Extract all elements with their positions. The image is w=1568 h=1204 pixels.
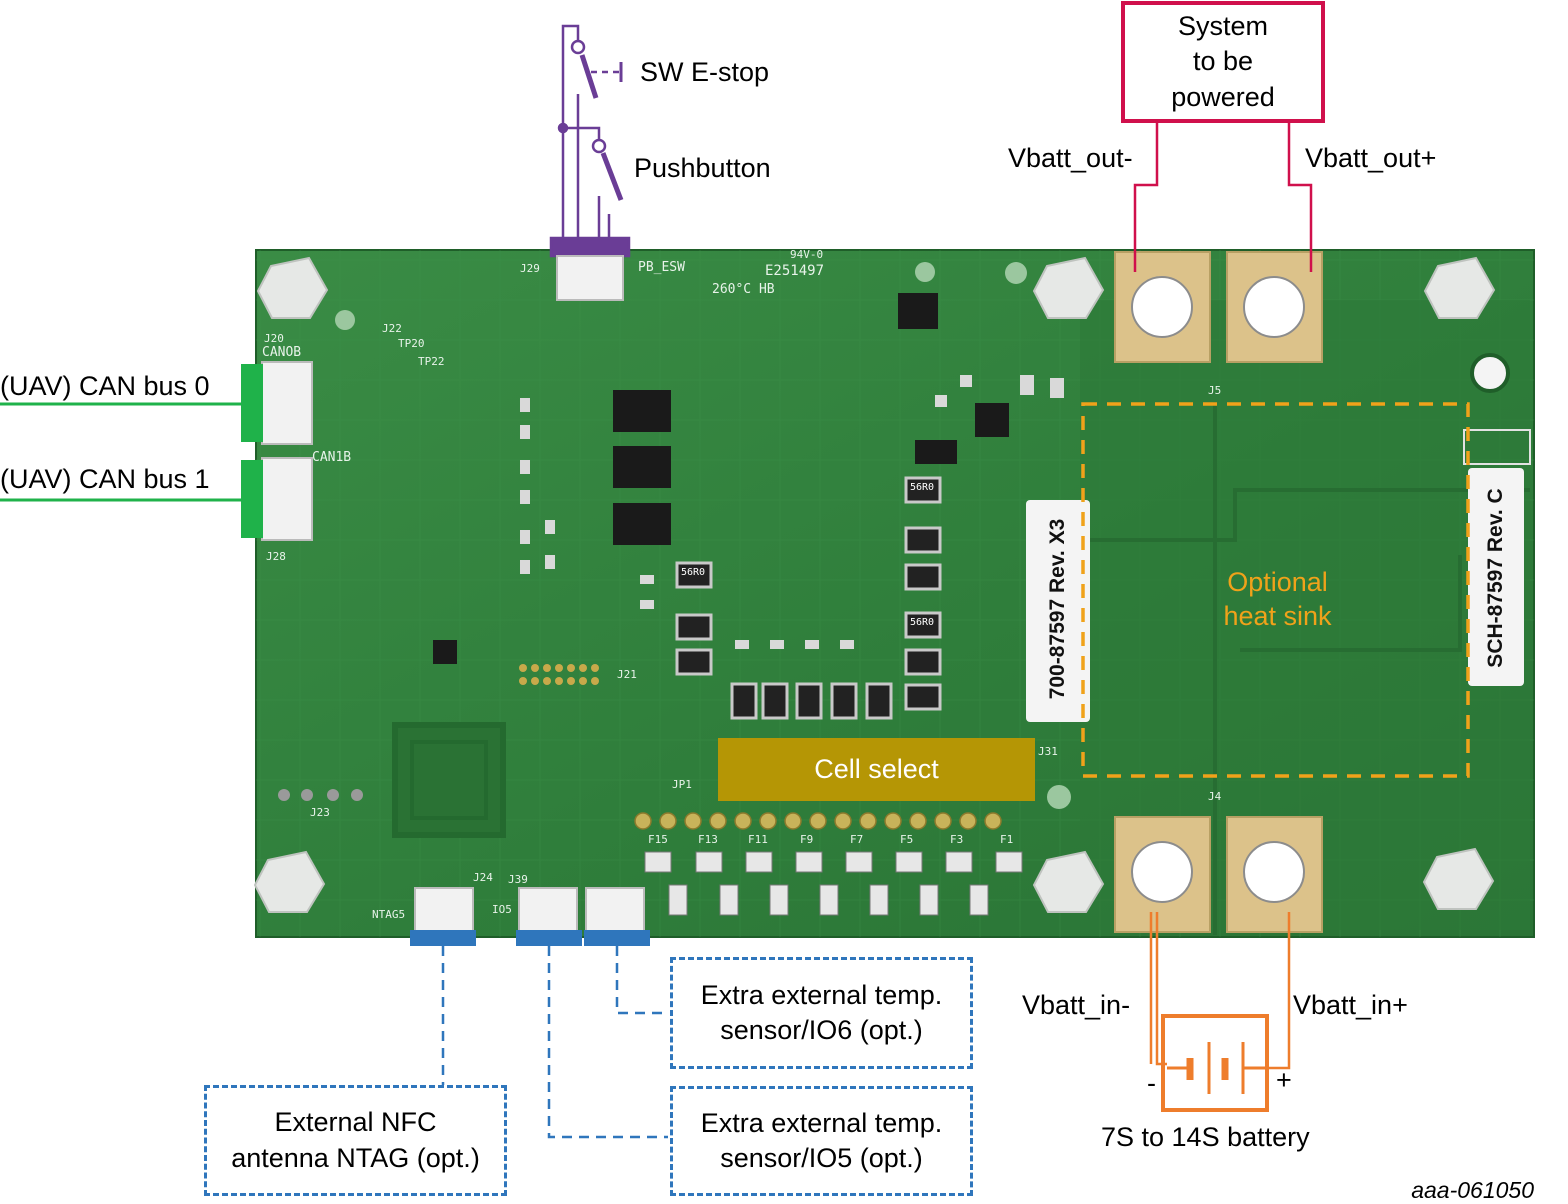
jp1-header [634, 812, 1002, 830]
silk-rating: 94V-0 [790, 248, 824, 261]
io5-box-line-1: Extra external temp. [700, 1107, 943, 1138]
silk-can0: CANOB [262, 345, 302, 360]
silk-j22: J22 [382, 322, 402, 335]
silk-j31: J31 [1038, 745, 1058, 758]
silk-j39: J39 [508, 873, 528, 886]
silk-fuse-f5: F5 [900, 833, 914, 846]
silk-fuse-f11: F11 [748, 833, 768, 846]
silk-fuse-f3: F3 [950, 833, 964, 846]
io5-box-line-2: sensor/IO5 (opt.) [720, 1143, 923, 1173]
heat-sink-outline [1081, 402, 1470, 778]
temp-sensor-io5-box: Extra external temp. sensor/IO5 (opt.) [670, 1086, 973, 1196]
silk-j24: J24 [473, 871, 493, 884]
silk-j23: J23 [310, 806, 330, 819]
battery-caption: 7S to 14S battery [1101, 1122, 1310, 1152]
silk-j21: J21 [617, 668, 637, 681]
silk-j29: J29 [520, 262, 540, 275]
nfc-box-line-2: antenna NTAG (opt.) [231, 1142, 480, 1173]
silk-io5: IO5 [492, 903, 512, 916]
system-box-line-1: System [1177, 11, 1269, 42]
j24-connector [410, 887, 476, 946]
vbatt-in-minus-label: Vbatt_in- [1022, 990, 1131, 1020]
pushbutton-label: Pushbutton [634, 153, 771, 183]
estop-pushbutton-wiring [549, 24, 631, 301]
can-bus-1-label: (UAV) CAN bus 1 [0, 464, 210, 494]
nfc-box-line-1: External NFC [274, 1107, 437, 1138]
resistor-array [675, 476, 942, 720]
battery-wiring [1149, 912, 1291, 1112]
nfc-antenna-box: External NFC antenna NTAG (opt.) [204, 1085, 507, 1196]
system-box-line-3: powered [1171, 81, 1275, 112]
system-box-line-2: to be [1192, 46, 1254, 77]
silk-j20: J20 [264, 332, 284, 345]
silk-temp: 260°C HB [712, 282, 775, 297]
battery-minus-label: - [1147, 1068, 1156, 1098]
silk-fuse-f15: F15 [648, 833, 668, 846]
heat-sink-line-1: Optional [1227, 567, 1328, 597]
io6-box-line-1: Extra external temp. [700, 979, 943, 1010]
terminal-vbatt-out-minus [1114, 251, 1211, 363]
cell-select-label: Cell select [718, 738, 1035, 801]
can-bus-0-label: (UAV) CAN bus 0 [0, 371, 210, 401]
system-to-be-powered-box: System to be powered [1121, 1, 1325, 123]
silk-fuse-f9: F9 [800, 833, 814, 846]
figure-id: aaa-061050 [1411, 1177, 1534, 1203]
part-number-label: 700-87597 Rev. X3 [1046, 518, 1069, 700]
io6-box-line-2: sensor/IO6 (opt.) [720, 1015, 923, 1045]
silk-jp1: JP1 [672, 778, 692, 791]
terminal-vbatt-in-minus [1114, 816, 1211, 933]
silk-can1: CAN1B [312, 450, 352, 465]
silk-r-value-3: 56R0 [910, 617, 935, 628]
can-connector-0 [0, 361, 313, 445]
terminal-vbatt-in-plus [1226, 816, 1323, 933]
vbatt-out-minus-label: Vbatt_out- [1008, 143, 1133, 173]
j40-connector [584, 887, 650, 946]
silk-r-value-1: 56R0 [681, 567, 706, 578]
temp-sensor-io6-box: Extra external temp. sensor/IO6 (opt.) [670, 957, 973, 1069]
vbatt-in-plus-label: Vbatt_in+ [1293, 990, 1408, 1020]
heat-sink-line-2: heat sink [1223, 600, 1332, 631]
can-connector-1 [0, 457, 313, 541]
silk-fuse-f1: F1 [1000, 833, 1014, 846]
silk-fuse-f7: F7 [850, 833, 864, 846]
optional-heat-sink-label: Optional heat sink [1170, 566, 1385, 634]
silk-j28: J28 [266, 550, 286, 563]
system-power-wires [1133, 122, 1313, 272]
terminal-vbatt-out-plus [1226, 251, 1323, 363]
silk-ntag5: NTAG5 [372, 908, 406, 921]
silk-fuse-f13: F13 [698, 833, 718, 846]
mounting-holes [253, 256, 1496, 913]
battery-plus-label: + [1276, 1065, 1292, 1095]
vbatt-out-plus-label: Vbatt_out+ [1305, 143, 1437, 173]
silk-tp20: TP20 [398, 337, 425, 350]
schematic-number-label: SCH-87597 Rev. C [1484, 488, 1507, 668]
silk-j4: J4 [1208, 790, 1222, 803]
silk-tp22: TP22 [418, 355, 445, 368]
silk-r-value-2: 56R0 [910, 482, 935, 493]
silk-j5: J5 [1208, 384, 1222, 397]
leader-lines [441, 946, 668, 1139]
fuses [644, 851, 1023, 916]
silk-pb-esw: PB_ESW [638, 260, 685, 275]
j39-connector [516, 887, 582, 946]
sw-estop-label: SW E-stop [640, 57, 770, 87]
silk-ul-file: E251497 [765, 263, 825, 279]
